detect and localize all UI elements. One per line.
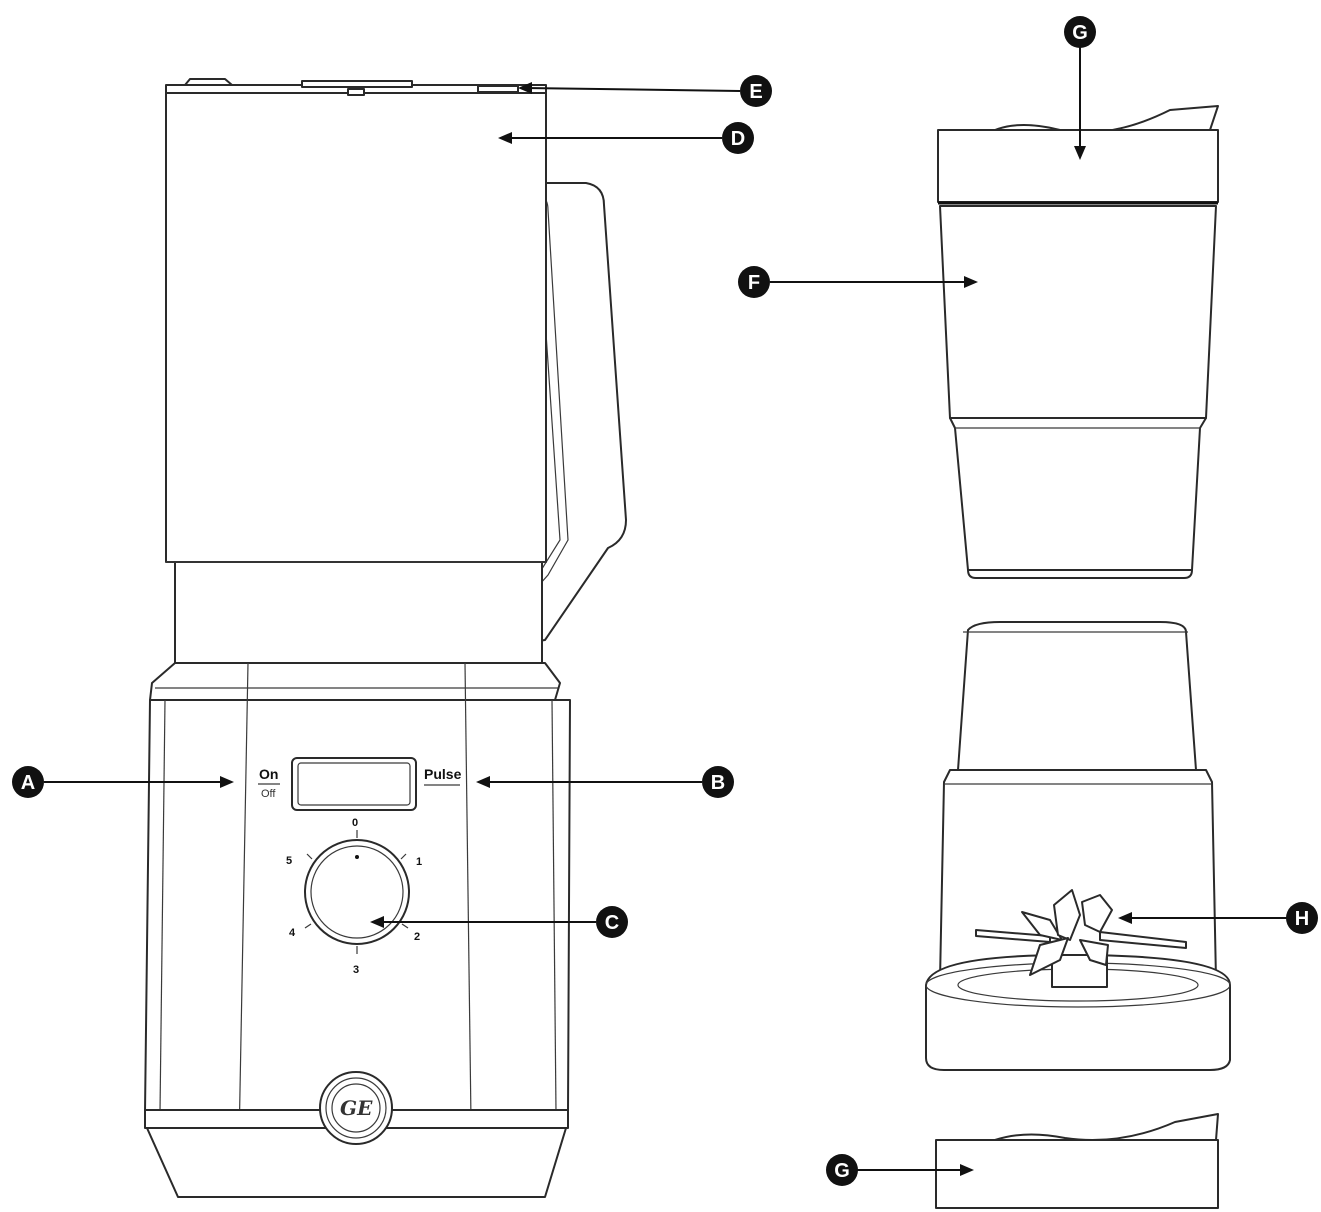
blade-base (925, 954, 1231, 1071)
callout-badge-b: B (702, 766, 734, 798)
main-blender: On Off Pulse 0 1 2 3 4 5 (144, 78, 627, 1198)
callout-label-e: E (749, 81, 762, 103)
callout-label-a: A (21, 772, 35, 794)
callout-label-g-bottom: G (834, 1160, 850, 1182)
on-label: On (259, 766, 278, 782)
callout-label-g-top: G (1072, 22, 1088, 44)
callout-badge-c: C (596, 906, 628, 938)
blending-cup (925, 621, 1231, 1071)
ge-logo: GE (319, 1071, 393, 1145)
callout-badge-g-top: G (1064, 16, 1096, 48)
callout-label-c: C (605, 912, 619, 934)
callout-badge-h: H (1286, 902, 1318, 934)
pulse-button[interactable] (291, 757, 417, 811)
blender-jar (165, 88, 547, 666)
travel-lid (937, 129, 1219, 203)
dial-number-4: 4 (289, 927, 296, 939)
callout-label-d: D (731, 128, 745, 150)
off-label: Off (261, 788, 276, 800)
callout-badge-d: D (722, 122, 754, 154)
travel-cup (937, 105, 1219, 579)
callout-badge-a: A (12, 766, 44, 798)
storage-lid (935, 1113, 1219, 1209)
callout-badge-e: E (740, 75, 772, 107)
callout-badge-f: F (738, 266, 770, 298)
pulse-label: Pulse (424, 766, 462, 782)
callout-label-f: F (748, 272, 760, 294)
callout-badge-g-bottom: G (826, 1154, 858, 1186)
dial-number-2: 2 (414, 931, 420, 943)
dial-number-1: 1 (416, 856, 422, 868)
callout-label-h: H (1295, 908, 1309, 930)
callout-label-b: B (711, 772, 725, 794)
dial-number-5: 5 (286, 855, 292, 867)
ge-logo-text: GE (340, 1096, 373, 1120)
dial-number-0: 0 (352, 817, 358, 829)
jar-lid (165, 78, 547, 96)
control-panel: On Off Pulse (258, 757, 462, 811)
blade-assembly (975, 889, 1187, 976)
callout-arrows (44, 44, 1288, 1176)
dial-number-3: 3 (353, 964, 359, 976)
